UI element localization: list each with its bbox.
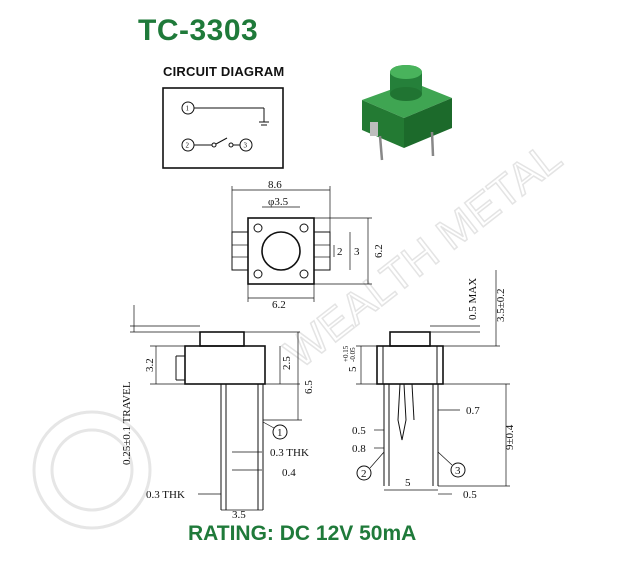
dim-6-2-bottom: 6.2: [272, 299, 286, 311]
pin-3-label: 3: [244, 142, 248, 150]
callout-3: 3: [455, 465, 461, 477]
dim-0-5-max: 0.5 MAX: [467, 278, 479, 320]
dim-3-5-bottom: 3.5: [232, 509, 246, 521]
callout-3-circle: [450, 462, 466, 478]
pin-2-label: 2: [186, 142, 190, 150]
pin-1-label: 1: [186, 105, 190, 113]
side-body: [184, 345, 266, 385]
dim-0-7: 0.7: [466, 405, 480, 417]
dim-travel: 0.25±0.1 TRAVEL: [121, 381, 133, 465]
dim-5-tol-sub: -0.05: [349, 347, 357, 362]
watermark: WEALTH METAL: [32, 132, 571, 530]
circuit-frame: [162, 87, 284, 169]
dim-0-3-thk-b: 0.3 THK: [146, 489, 185, 501]
dim-5-tol-sup: +0.15: [342, 345, 350, 362]
component-photo: [362, 65, 452, 161]
page-title: TC-3303: [138, 14, 259, 47]
side-view-right: 0.5 MAX 3.5±0.2 5 +0.15 -0.05 0.7 0.5 0.…: [342, 270, 516, 501]
callout-1-circle: [272, 424, 288, 440]
dim-3-2: 3.2: [144, 358, 156, 372]
dim-5-bottom: 5: [405, 477, 411, 489]
pin-3-node: [239, 138, 253, 152]
rating-label: RATING: DC 12V 50mA: [188, 522, 417, 545]
plunger-circle: [261, 231, 301, 271]
circuit-diagram: 1 2 3: [162, 87, 284, 169]
circuit-diagram-heading: CIRCUIT DIAGRAM: [163, 64, 285, 79]
callout-2-circle: [356, 465, 372, 481]
dim-0-5-b: 0.5: [463, 489, 477, 501]
dim-2-5: 2.5: [281, 356, 293, 370]
dim-6-2-side: 6.2: [373, 244, 385, 258]
watermark-text: WEALTH METAL: [276, 133, 571, 378]
dim-6-5: 6.5: [303, 380, 315, 394]
dim-8-6: 8.6: [268, 179, 282, 191]
dim-phi-3-5: φ3.5: [268, 196, 289, 208]
dim-0-3-thk-a: 0.3 THK: [270, 447, 309, 459]
side-r-plunger: [389, 331, 431, 347]
dim-2: 2: [337, 246, 343, 258]
top-body: [247, 217, 315, 285]
dim-0-8: 0.8: [352, 443, 366, 455]
dim-0-5-a: 0.5: [352, 425, 366, 437]
callout-1: 1: [277, 427, 283, 439]
side-plunger: [199, 331, 245, 347]
callout-2: 2: [361, 468, 367, 480]
dim-5-tol-main: 5: [347, 366, 359, 372]
side-r-body: [376, 345, 444, 385]
dim-0-4: 0.4: [282, 467, 296, 479]
top-view: 8.6 φ3.5 2 3 6.2 6.2: [231, 179, 385, 311]
dim-3: 3: [354, 246, 360, 258]
side-view-left: 3.2 0.25±0.1 TRAVEL 2.5 6.5 1 0.3 THK 0.…: [121, 305, 315, 521]
dim-9-pm: 9±0.4: [504, 424, 516, 450]
dim-3-5-pm: 3.5±0.2: [495, 288, 507, 322]
